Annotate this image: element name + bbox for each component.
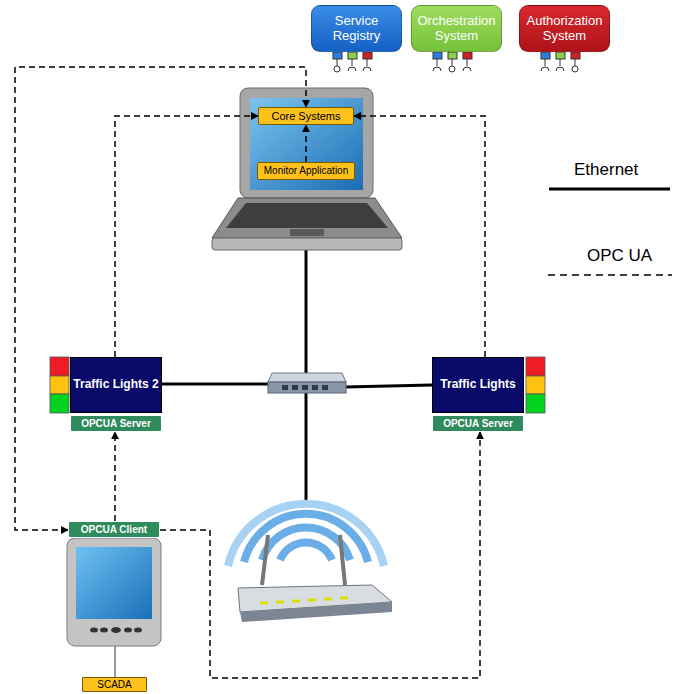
service-box: Orchestration System — [411, 5, 502, 52]
service-box: Authorization System — [519, 5, 610, 52]
node-label: OPCUA Server — [81, 418, 151, 430]
tablet — [67, 538, 161, 646]
server-box: OPCUA Server — [432, 415, 524, 432]
opcua-connector — [160, 432, 480, 678]
node-label: Orchestration System — [412, 14, 501, 44]
laptop — [212, 88, 402, 250]
client-box: OPCUA Client — [68, 521, 160, 538]
server-box: OPCUA Server — [70, 415, 162, 432]
legend-sample-opcua — [548, 274, 672, 276]
legend-text: Ethernet — [574, 160, 638, 180]
device-box: Traffic Lights 2 — [70, 357, 162, 413]
application-box: SCADA — [82, 677, 147, 692]
scada-wire — [115, 645, 116, 677]
system-box: Core Systems — [258, 107, 354, 125]
traffic-lamps — [50, 357, 545, 413]
node-label: OPCUA Server — [443, 418, 513, 430]
node-label: Core Systems — [271, 110, 340, 123]
device-box: Traffic Lights — [432, 357, 524, 413]
opcua-connector — [354, 116, 485, 357]
node-label: Service Registry — [312, 14, 401, 44]
router-body — [238, 535, 392, 622]
opcua-connector — [115, 116, 258, 357]
application-box: Monitor Application — [257, 162, 355, 180]
legend-sample-ethernet — [549, 188, 670, 191]
legend-text: OPC UA — [587, 246, 652, 266]
service-box: Service Registry — [311, 5, 402, 52]
opcua-connector — [305, 125, 307, 162]
node-label: Monitor Application — [264, 165, 349, 177]
network-switch — [268, 373, 346, 393]
node-label: Traffic Lights 2 — [73, 378, 158, 392]
interface-icons — [333, 52, 580, 72]
node-label: SCADA — [97, 679, 131, 691]
node-label: OPCUA Client — [81, 524, 147, 536]
opcua-connector — [15, 67, 306, 530]
opcua-connector — [114, 432, 116, 521]
node-label: Authorization System — [520, 14, 609, 44]
node-label: Traffic Lights — [440, 378, 515, 392]
ethernet-wires — [162, 250, 432, 505]
wifi-router — [228, 504, 384, 566]
